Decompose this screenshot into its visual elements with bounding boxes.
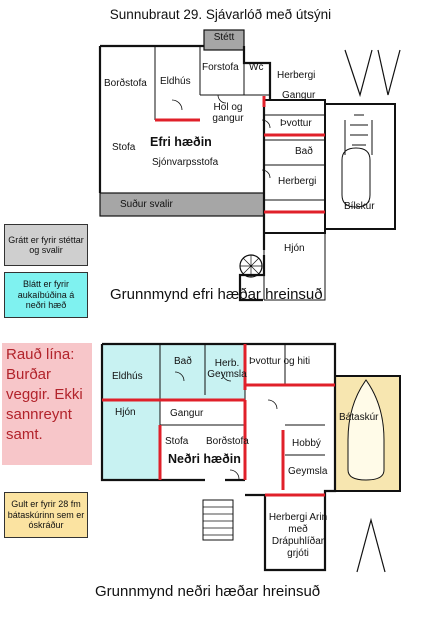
upper-floor-plan <box>98 29 396 302</box>
room-bordstofa-upper: Borðstofa <box>104 78 147 89</box>
room-bilskur: Bílskúr <box>344 201 375 212</box>
legend-gold: Gult er fyrir 28 fm bátaskúrinn sem er ó… <box>4 492 88 538</box>
lower-outer-wall <box>100 342 337 572</box>
room-eldhus-lower: Eldhús <box>112 371 143 382</box>
exterior-stair <box>202 499 234 541</box>
upper-outer-wall <box>98 44 272 302</box>
room-hjon-lower: Hjón <box>115 407 136 418</box>
room-stett: Stétt <box>213 32 235 43</box>
room-bataskur: Bátaskúr <box>339 412 379 423</box>
view-marker-upper-2 <box>377 49 401 96</box>
room-pvottur-lower: Þvottur og hiti <box>249 356 311 367</box>
room-sudur-svalir: Suður svalir <box>120 199 173 210</box>
cyan-apartment-area <box>102 344 245 480</box>
upper-floor-label: Efri hæðin <box>150 135 212 149</box>
legend-red: Rauð lína: Burðar veggir. Ekki sannreynt… <box>2 343 92 465</box>
stett-area <box>203 29 245 51</box>
room-gangur-lower: Gangur <box>170 408 204 419</box>
room-stofa-lower: Stofa <box>165 436 189 447</box>
room-hobby: Hobbý <box>292 438 321 449</box>
legend-cyan: Blátt er fyrir aukaíbúðina á neðri hæð <box>4 272 88 318</box>
lower-floor-plan <box>100 342 401 572</box>
room-hol: Hol og gangur <box>212 102 244 124</box>
room-eldhus-upper: Eldhús <box>160 76 191 87</box>
lower-floor-label: Neðri hæðin <box>168 452 241 466</box>
room-wc: Wc <box>249 62 264 73</box>
room-herbergi-upper-2: Herbergi <box>278 176 317 187</box>
upper-caption: Grunnmynd efri hæðar hreinsuð <box>110 286 323 303</box>
room-sjonvarp: Sjónvarpsstofa <box>152 157 219 168</box>
room-gangur-upper: Gangur <box>282 90 316 101</box>
lower-caption: Grunnmynd neðri hæðar hreinsuð <box>95 583 321 600</box>
room-herb-geymsla: Herb. Geymsla <box>207 358 247 380</box>
room-pvottur-upper: Þvottur <box>280 118 312 129</box>
view-marker-lower <box>356 517 386 573</box>
view-marker-upper-1 <box>344 49 373 98</box>
room-geymsla: Geymsla <box>288 466 328 477</box>
room-bad-upper: Bað <box>295 146 313 157</box>
room-bordstofa-lower: Borðstofa <box>206 436 249 447</box>
page-title: Sunnubraut 29. Sjávarlóð með útsýni <box>109 7 332 22</box>
room-bad-lower: Bað <box>174 356 192 367</box>
room-hjon-upper: Hjón <box>284 243 305 254</box>
garage <box>324 103 396 230</box>
room-herbergi-lower: Herbergi Arin með Drápuhlíðar grjóti <box>268 512 328 559</box>
legend-gray: Grátt er fyrir stéttar og svalir <box>4 224 88 266</box>
room-stofa-upper: Stofa <box>112 142 136 153</box>
room-forstofa: Forstofa <box>202 62 239 73</box>
room-herbergi-upper-1: Herbergi <box>277 70 316 81</box>
